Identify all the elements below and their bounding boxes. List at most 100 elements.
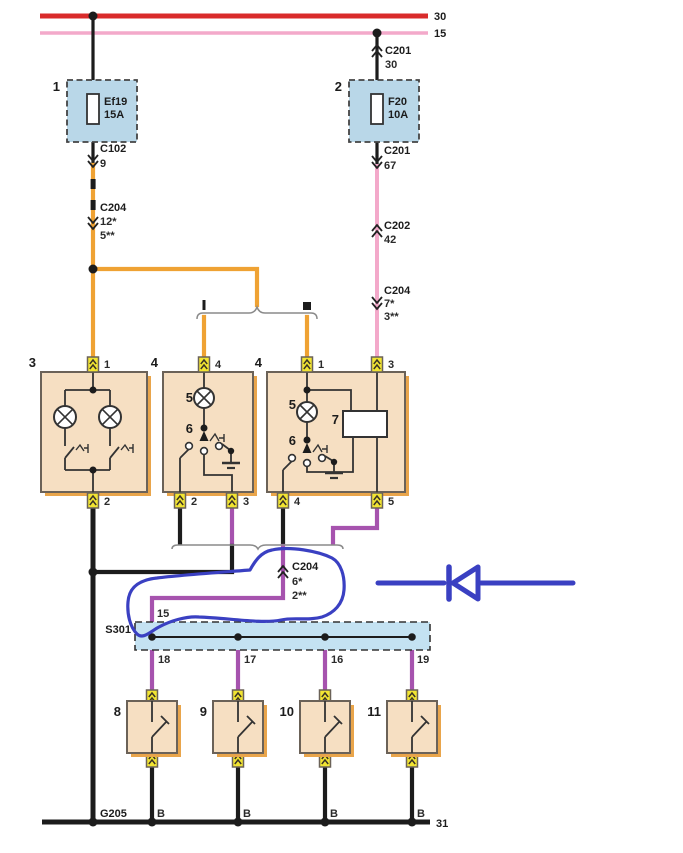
switch8-number: 8: [114, 704, 121, 719]
fuse2-number: 2: [335, 79, 342, 94]
c204-left-pin-b: 5**: [100, 230, 115, 242]
box4b-pin-tl: 1: [318, 359, 324, 371]
connector-c204-left-icon: [87, 216, 99, 231]
s301-name: S301: [105, 624, 131, 636]
switch11-number: 11: [367, 704, 381, 719]
box4a-switch-number: 6: [186, 421, 193, 436]
ground-bus-31: G205 B B B B 31: [42, 808, 448, 830]
fuse-box-2: 2 F20 10A: [335, 79, 420, 143]
s301-pin-19: 19: [417, 654, 429, 666]
box4a-pin-top: 4: [215, 359, 222, 371]
switch-box-9: 9: [200, 700, 267, 757]
box4b-internal-circuit: [282, 372, 378, 493]
c102-name: C102: [100, 143, 126, 155]
c204-left-name: C204: [100, 202, 127, 214]
ground-b-1: B: [157, 808, 165, 820]
power-bus-30: 30: [40, 11, 446, 23]
mark-square-icon: [303, 302, 311, 310]
box4b-pin-br: 5: [388, 496, 394, 508]
box3-number: 3: [29, 355, 36, 370]
fuse2-name: F20: [388, 96, 407, 108]
yellow-terminals: [86, 356, 419, 768]
junction-dots: [88, 11, 382, 577]
c204-right-name: C204: [384, 285, 411, 297]
switch-boxes: 8 9 10 11: [114, 700, 441, 757]
box4b-lamp-number: 5: [289, 397, 296, 412]
c201-top-pin: 30: [385, 59, 397, 71]
pin-numbers: 1 4 1 3 2 2 3 4 5: [104, 359, 394, 508]
box4a-pin-br: 3: [243, 496, 249, 508]
c204-right-pin-b: 3**: [384, 311, 399, 323]
bracket-top: [196, 304, 318, 320]
ground-b-2: B: [243, 808, 251, 820]
component-box-4b: 4 5 6 7: [255, 355, 409, 496]
c204-mid-pin-b: 2**: [292, 590, 307, 602]
box4b-relay-number: 7: [332, 412, 339, 427]
c204-left-pin-a: 12*: [100, 216, 117, 228]
component-box-3: 3: [29, 355, 151, 496]
mark-line-icon: [202, 300, 206, 310]
ground-b-4: B: [417, 808, 425, 820]
bus-31-label: 31: [436, 818, 448, 830]
annotations: [126, 546, 576, 638]
c204-mid-name: C204: [292, 561, 319, 573]
box4b-number: 4: [255, 355, 263, 370]
switch-box-8: 8: [114, 700, 181, 757]
c102-pin: 9: [100, 158, 106, 170]
connector-labels: C201 30 C102 9 C204 12* 5** C201 67 C202…: [100, 45, 411, 602]
bus-15-label: 15: [434, 28, 446, 40]
wires: [90, 14, 415, 825]
switch9-number: 9: [200, 704, 207, 719]
box3-pin-bot: 2: [104, 496, 110, 508]
c201-top-name: C201: [385, 45, 411, 57]
box3-pin-top: 1: [104, 359, 110, 371]
switch-box-10: 10: [280, 700, 354, 757]
c202-name: C202: [384, 220, 410, 232]
connector-c102-icon: [87, 154, 99, 169]
box3-internal-circuit: [53, 372, 134, 493]
splice-s301: S301 15 18 17 16 19: [105, 608, 431, 666]
box4a-pin-bl: 2: [191, 496, 197, 508]
fuse-element-icon: [370, 93, 384, 125]
ground-b-3: B: [330, 808, 338, 820]
bracket-marks: [202, 300, 311, 310]
c201-bot-pin: 67: [384, 160, 396, 172]
switch10-number: 10: [280, 704, 294, 719]
relay-icon: [342, 410, 388, 438]
s301-pin-16: 16: [331, 654, 343, 666]
component-box-4a: 4 5 6: [151, 355, 257, 496]
annotation-diode-icon: [375, 564, 576, 602]
bus-30-label: 30: [434, 11, 446, 23]
wire-brackets: [171, 304, 344, 551]
s301-pin-17: 17: [244, 654, 256, 666]
connector-c204-right-icon: [371, 296, 383, 311]
power-bus-15: 15: [40, 28, 446, 40]
switch-box-11: 11: [367, 700, 441, 757]
s301-pin-in: 15: [157, 608, 169, 620]
fuse-box-1: 1 Ef19 15A: [53, 79, 138, 143]
connector-c204-mid-icon: [277, 564, 289, 579]
bracket-bottom: [171, 544, 344, 551]
fuse2-rating: 10A: [388, 109, 408, 121]
c201-bot-name: C201: [384, 145, 410, 157]
box4b-pin-tr: 3: [388, 359, 394, 371]
fuse1-rating: 15A: [104, 109, 124, 121]
annotation-circle: [126, 546, 346, 638]
c204-right-pin-a: 7*: [384, 298, 395, 310]
fuse1-name: Ef19: [104, 96, 127, 108]
c204-mid-pin-a: 6*: [292, 576, 303, 588]
box4a-lamp-number: 5: [186, 390, 193, 405]
connector-c201-top-icon: [371, 43, 383, 58]
fuse1-number: 1: [53, 79, 60, 94]
connector-c202-icon: [371, 223, 383, 238]
ground-g205-label: G205: [100, 808, 127, 820]
connector-chevrons: [87, 43, 383, 579]
box4a-number: 4: [151, 355, 159, 370]
connector-c201-bot-icon: [371, 155, 383, 170]
s301-pin-18: 18: [158, 654, 170, 666]
box4b-pin-bl: 4: [294, 496, 301, 508]
box4b-switch-number: 6: [289, 433, 296, 448]
fuse-element-icon: [86, 93, 100, 125]
